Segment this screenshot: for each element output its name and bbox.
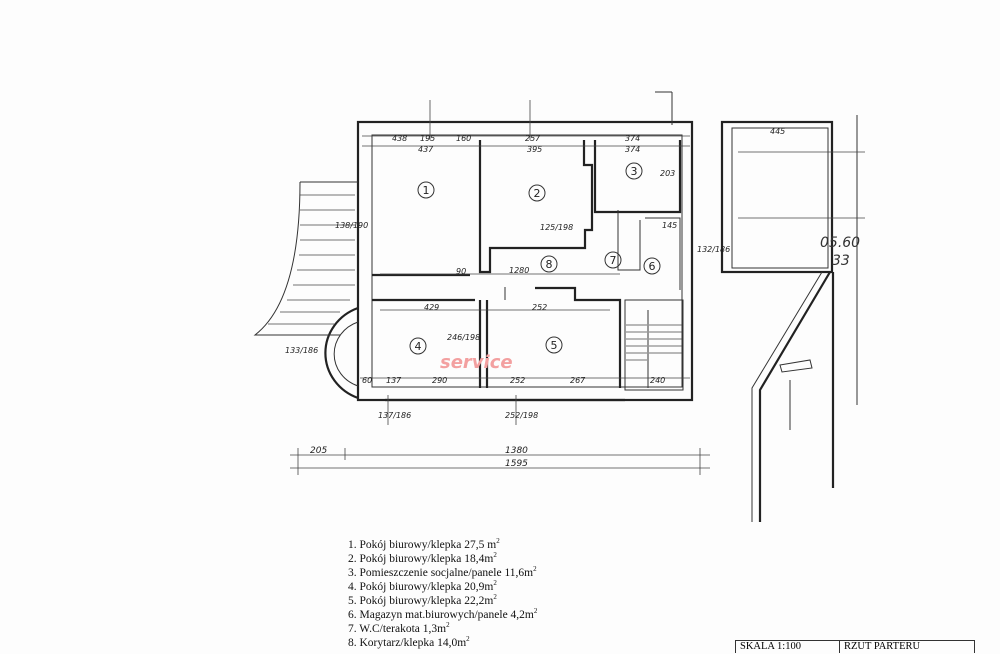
room-6-label: 6 xyxy=(643,257,661,275)
svg-text:138/190: 138/190 xyxy=(335,221,368,230)
room-7-label: 7 xyxy=(604,251,622,269)
svg-text:33: 33 xyxy=(832,253,850,269)
legend-item: 2. Pokój biurowy/klepka 18,4m2 xyxy=(348,551,497,565)
annex-building xyxy=(655,91,865,522)
title-block: SKALA 1:100 RZUT PARTERU xyxy=(735,640,975,653)
svg-text:1280: 1280 xyxy=(509,266,529,275)
svg-text:2: 2 xyxy=(534,187,541,200)
svg-text:205: 205 xyxy=(310,446,327,456)
svg-text:137/186: 137/186 xyxy=(378,411,411,420)
svg-text:137: 137 xyxy=(386,376,402,385)
room-legend: 1. Pokój biurowy/klepka 27,5 m2 2. Pokój… xyxy=(348,538,537,650)
svg-text:132/186: 132/186 xyxy=(697,245,730,254)
room-5-label: 5 xyxy=(545,336,563,354)
svg-text:4: 4 xyxy=(415,340,422,353)
watermark: service xyxy=(440,352,513,373)
svg-text:395: 395 xyxy=(527,145,542,154)
svg-text:195: 195 xyxy=(420,134,435,143)
dimension-labels: 195 438 160 437 257 395 374 374 1280 429… xyxy=(285,127,785,469)
svg-text:60: 60 xyxy=(362,376,372,385)
legend-item: 4. Pokój biurowy/klepka 20,9m2 xyxy=(348,579,497,593)
drawing-title: RZUT PARTERU xyxy=(844,641,921,652)
scale-label: SKALA 1:100 xyxy=(736,641,840,653)
svg-text:240: 240 xyxy=(650,376,665,385)
svg-text:5: 5 xyxy=(551,339,558,352)
svg-text:90: 90 xyxy=(456,267,466,276)
svg-text:1380: 1380 xyxy=(505,446,528,456)
interior-walls xyxy=(372,140,684,391)
legend-item: 7. W.C/terakota 1,3m2 xyxy=(348,621,450,635)
svg-text:145: 145 xyxy=(662,221,677,230)
svg-text:290: 290 xyxy=(432,376,447,385)
svg-text:125/198: 125/198 xyxy=(540,223,573,232)
svg-text:438: 438 xyxy=(392,134,407,143)
room-4-label: 4 xyxy=(409,337,427,355)
svg-text:7: 7 xyxy=(610,254,617,267)
svg-text:267: 267 xyxy=(570,376,586,385)
legend-item: 3. Pomieszczenie socjalne/panele 11,6m2 xyxy=(348,565,537,579)
legend-item: 5. Pokój biurowy/klepka 22,2m2 xyxy=(348,593,497,607)
outer-walls xyxy=(356,120,694,402)
room-numbers: 1 2 3 4 5 6 7 8 xyxy=(409,162,661,355)
svg-text:1595: 1595 xyxy=(505,459,528,469)
svg-text:257: 257 xyxy=(525,134,541,143)
room-2-label: 2 xyxy=(528,184,546,202)
svg-text:429: 429 xyxy=(424,303,439,312)
svg-text:246/198: 246/198 xyxy=(447,333,480,342)
dimension-lines xyxy=(290,100,710,475)
svg-text:133/186: 133/186 xyxy=(285,346,318,355)
svg-text:3: 3 xyxy=(631,165,638,178)
room-8-label: 8 xyxy=(540,255,558,273)
room-3-label: 3 xyxy=(625,162,643,180)
annex-handwriting: 05.60 33 xyxy=(820,235,860,269)
svg-text:203: 203 xyxy=(660,169,675,178)
svg-text:374: 374 xyxy=(625,134,640,143)
entrance-stairs xyxy=(253,181,358,336)
svg-text:445: 445 xyxy=(770,127,785,136)
svg-text:05.60: 05.60 xyxy=(820,235,860,251)
bay-window xyxy=(324,306,359,400)
svg-text:374: 374 xyxy=(625,145,640,154)
svg-text:252: 252 xyxy=(532,303,547,312)
staircase xyxy=(626,310,682,388)
svg-text:6: 6 xyxy=(649,260,656,273)
svg-text:160: 160 xyxy=(456,134,471,143)
legend-item: 1. Pokój biurowy/klepka 27,5 m2 xyxy=(348,537,500,551)
legend-item: 8. Korytarz/klepka 14,0m2 xyxy=(348,635,470,649)
room-1-label: 1 xyxy=(417,181,435,199)
svg-text:252/198: 252/198 xyxy=(505,411,538,420)
svg-text:1: 1 xyxy=(423,184,430,197)
svg-text:252: 252 xyxy=(510,376,525,385)
legend-item: 6. Magazyn mat.biurowych/panele 4,2m2 xyxy=(348,607,538,621)
svg-text:437: 437 xyxy=(418,145,434,154)
svg-text:8: 8 xyxy=(546,258,553,271)
